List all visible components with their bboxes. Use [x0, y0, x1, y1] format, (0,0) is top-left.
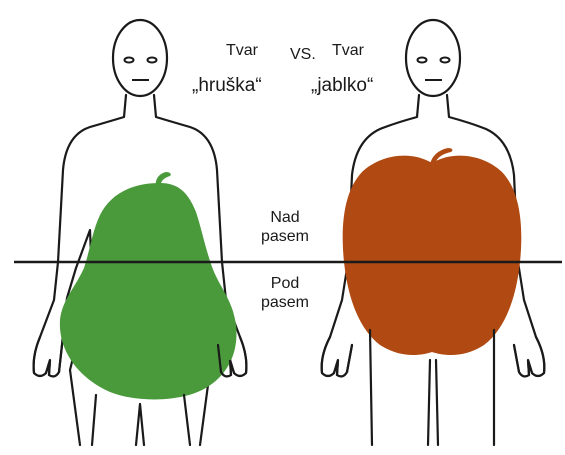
below-waist-label: Pod pasem: [260, 276, 310, 311]
pear-shape: [60, 172, 237, 399]
left-face-eye: [148, 58, 157, 63]
left-figure-inner-legs: [136, 404, 144, 445]
pear-name-label: „hruška“: [192, 76, 262, 95]
below-waist-line2: pasem: [260, 295, 310, 311]
left-figure-right-leg: [184, 395, 190, 445]
apple-name-label: „jablko“: [311, 76, 373, 95]
left-face-eye: [125, 58, 134, 63]
apple-type-word: Tvar: [332, 43, 364, 59]
vs-label: VS.: [290, 47, 316, 63]
above-waist-label: Nad pasem: [260, 210, 310, 245]
left-face: [125, 58, 157, 81]
below-waist-line1: Pod: [260, 276, 310, 292]
right-figure-left-hand: [322, 337, 352, 376]
apple-shape: [343, 148, 522, 355]
right-head: [406, 20, 460, 96]
above-waist-line2: pasem: [260, 229, 310, 245]
apple-body: [343, 156, 522, 355]
pear-body: [60, 183, 237, 399]
right-face-eye: [418, 58, 427, 63]
right-figure-right-hand: [514, 337, 544, 376]
right-figure-left-leg: [370, 330, 372, 445]
left-figure-left-hand: [34, 337, 62, 376]
right-face: [418, 58, 450, 81]
right-figure-inner-legs: [428, 360, 438, 445]
left-head: [113, 20, 167, 96]
above-waist-line1: Nad: [260, 210, 310, 226]
right-face-eye: [441, 58, 450, 63]
left-figure-left-leg: [92, 395, 96, 445]
pear-type-word: Tvar: [226, 43, 258, 59]
